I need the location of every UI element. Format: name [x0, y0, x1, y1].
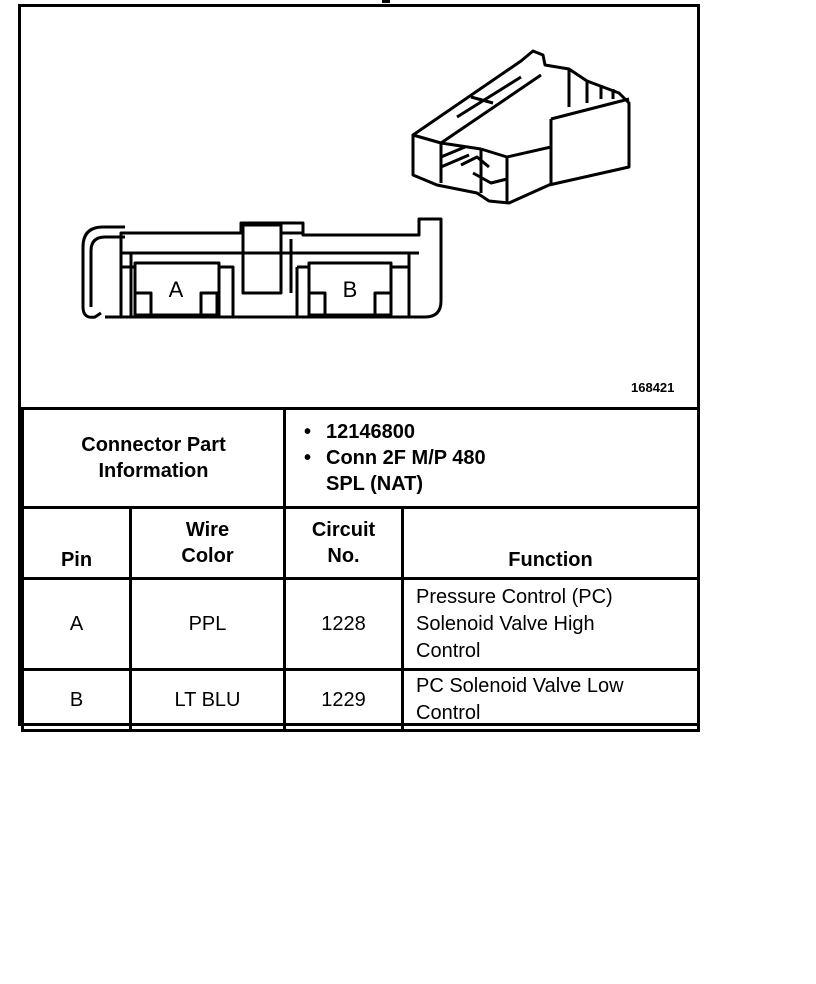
header-row: Pin Wire Color Circuit No. Function	[21, 506, 701, 580]
top-edge-mark	[382, 0, 390, 3]
pin-label-b: B	[343, 277, 358, 302]
connector-sheet: A B 168421 Connector Part Information 12…	[18, 4, 701, 732]
connector-info-details: 12146800 Conn 2F M/P 480 SPL (NAT)	[282, 407, 701, 509]
function-cell: PC Solenoid Valve Low Control	[400, 668, 701, 732]
connector-isometric-view	[411, 49, 631, 205]
connector-info-label: Connector Part Information	[21, 407, 286, 509]
connector-front-view	[81, 217, 443, 319]
circuit-cell: 1229	[283, 668, 404, 732]
connector-illustration: A B	[81, 49, 631, 319]
figure-number: 168421	[631, 380, 675, 395]
pinout-table: Connector Part Information 12146800 Conn…	[21, 407, 701, 732]
header-function: Function	[400, 506, 701, 580]
header-pin: Pin	[21, 506, 132, 580]
function-cell: Pressure Control (PC) Solenoid Valve Hig…	[400, 577, 701, 671]
wire-color-cell: PPL	[129, 577, 286, 671]
connector-drawing: A B 168421	[21, 7, 697, 407]
pin-cell: B	[21, 668, 132, 732]
circuit-cell: 1228	[283, 577, 404, 671]
header-circuit-no: Circuit No.	[283, 506, 404, 580]
pin-label-a: A	[169, 277, 184, 302]
table-row: B LT BLU 1229 PC Solenoid Valve Low Cont…	[21, 668, 701, 732]
pin-cell: A	[21, 577, 132, 671]
part-number: 12146800	[300, 419, 697, 445]
connector-info-row: Connector Part Information 12146800 Conn…	[21, 407, 701, 509]
wire-color-cell: LT BLU	[129, 668, 286, 732]
header-wire-color: Wire Color	[129, 506, 286, 580]
table-row: A PPL 1228 Pressure Control (PC) Solenoi…	[21, 577, 701, 671]
connector-description: Conn 2F M/P 480 SPL (NAT)	[300, 445, 697, 497]
